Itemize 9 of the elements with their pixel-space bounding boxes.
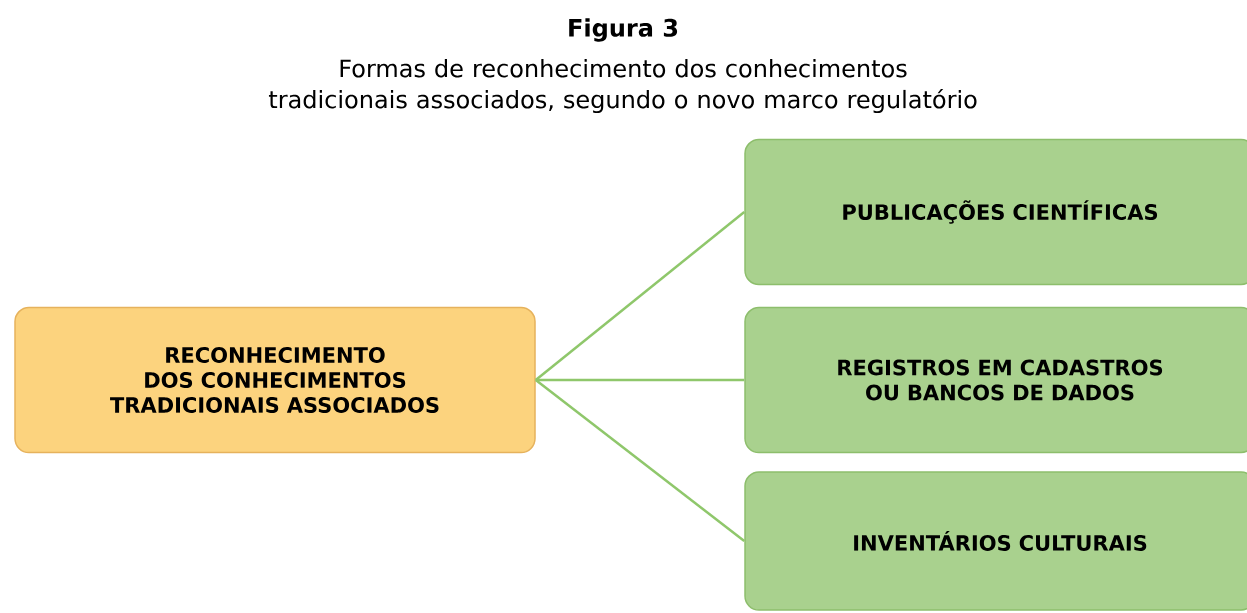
figure-caption: Formas de reconhecimento dos conhecimentos tradicionais associados, segundo o novo marco regulatório xyxy=(268,58,977,114)
category-box: INVENTÁRIOS CULTURAIS xyxy=(744,471,1247,611)
category-box: RECONHECIMENTO DOS CONHECIMENTOS TRADICIONAIS ASSOCIADOS xyxy=(14,306,536,454)
connector-line xyxy=(535,379,746,542)
figure-title: Figura 3 xyxy=(569,18,678,42)
connector-line xyxy=(535,378,745,382)
category-box: PUBLICAÇÕES CIENTÍFICAS xyxy=(744,138,1247,286)
connector-line xyxy=(534,211,746,381)
category-box: REGISTROS EM CADASTROS OU BANCOS DE DADOS xyxy=(744,306,1247,454)
